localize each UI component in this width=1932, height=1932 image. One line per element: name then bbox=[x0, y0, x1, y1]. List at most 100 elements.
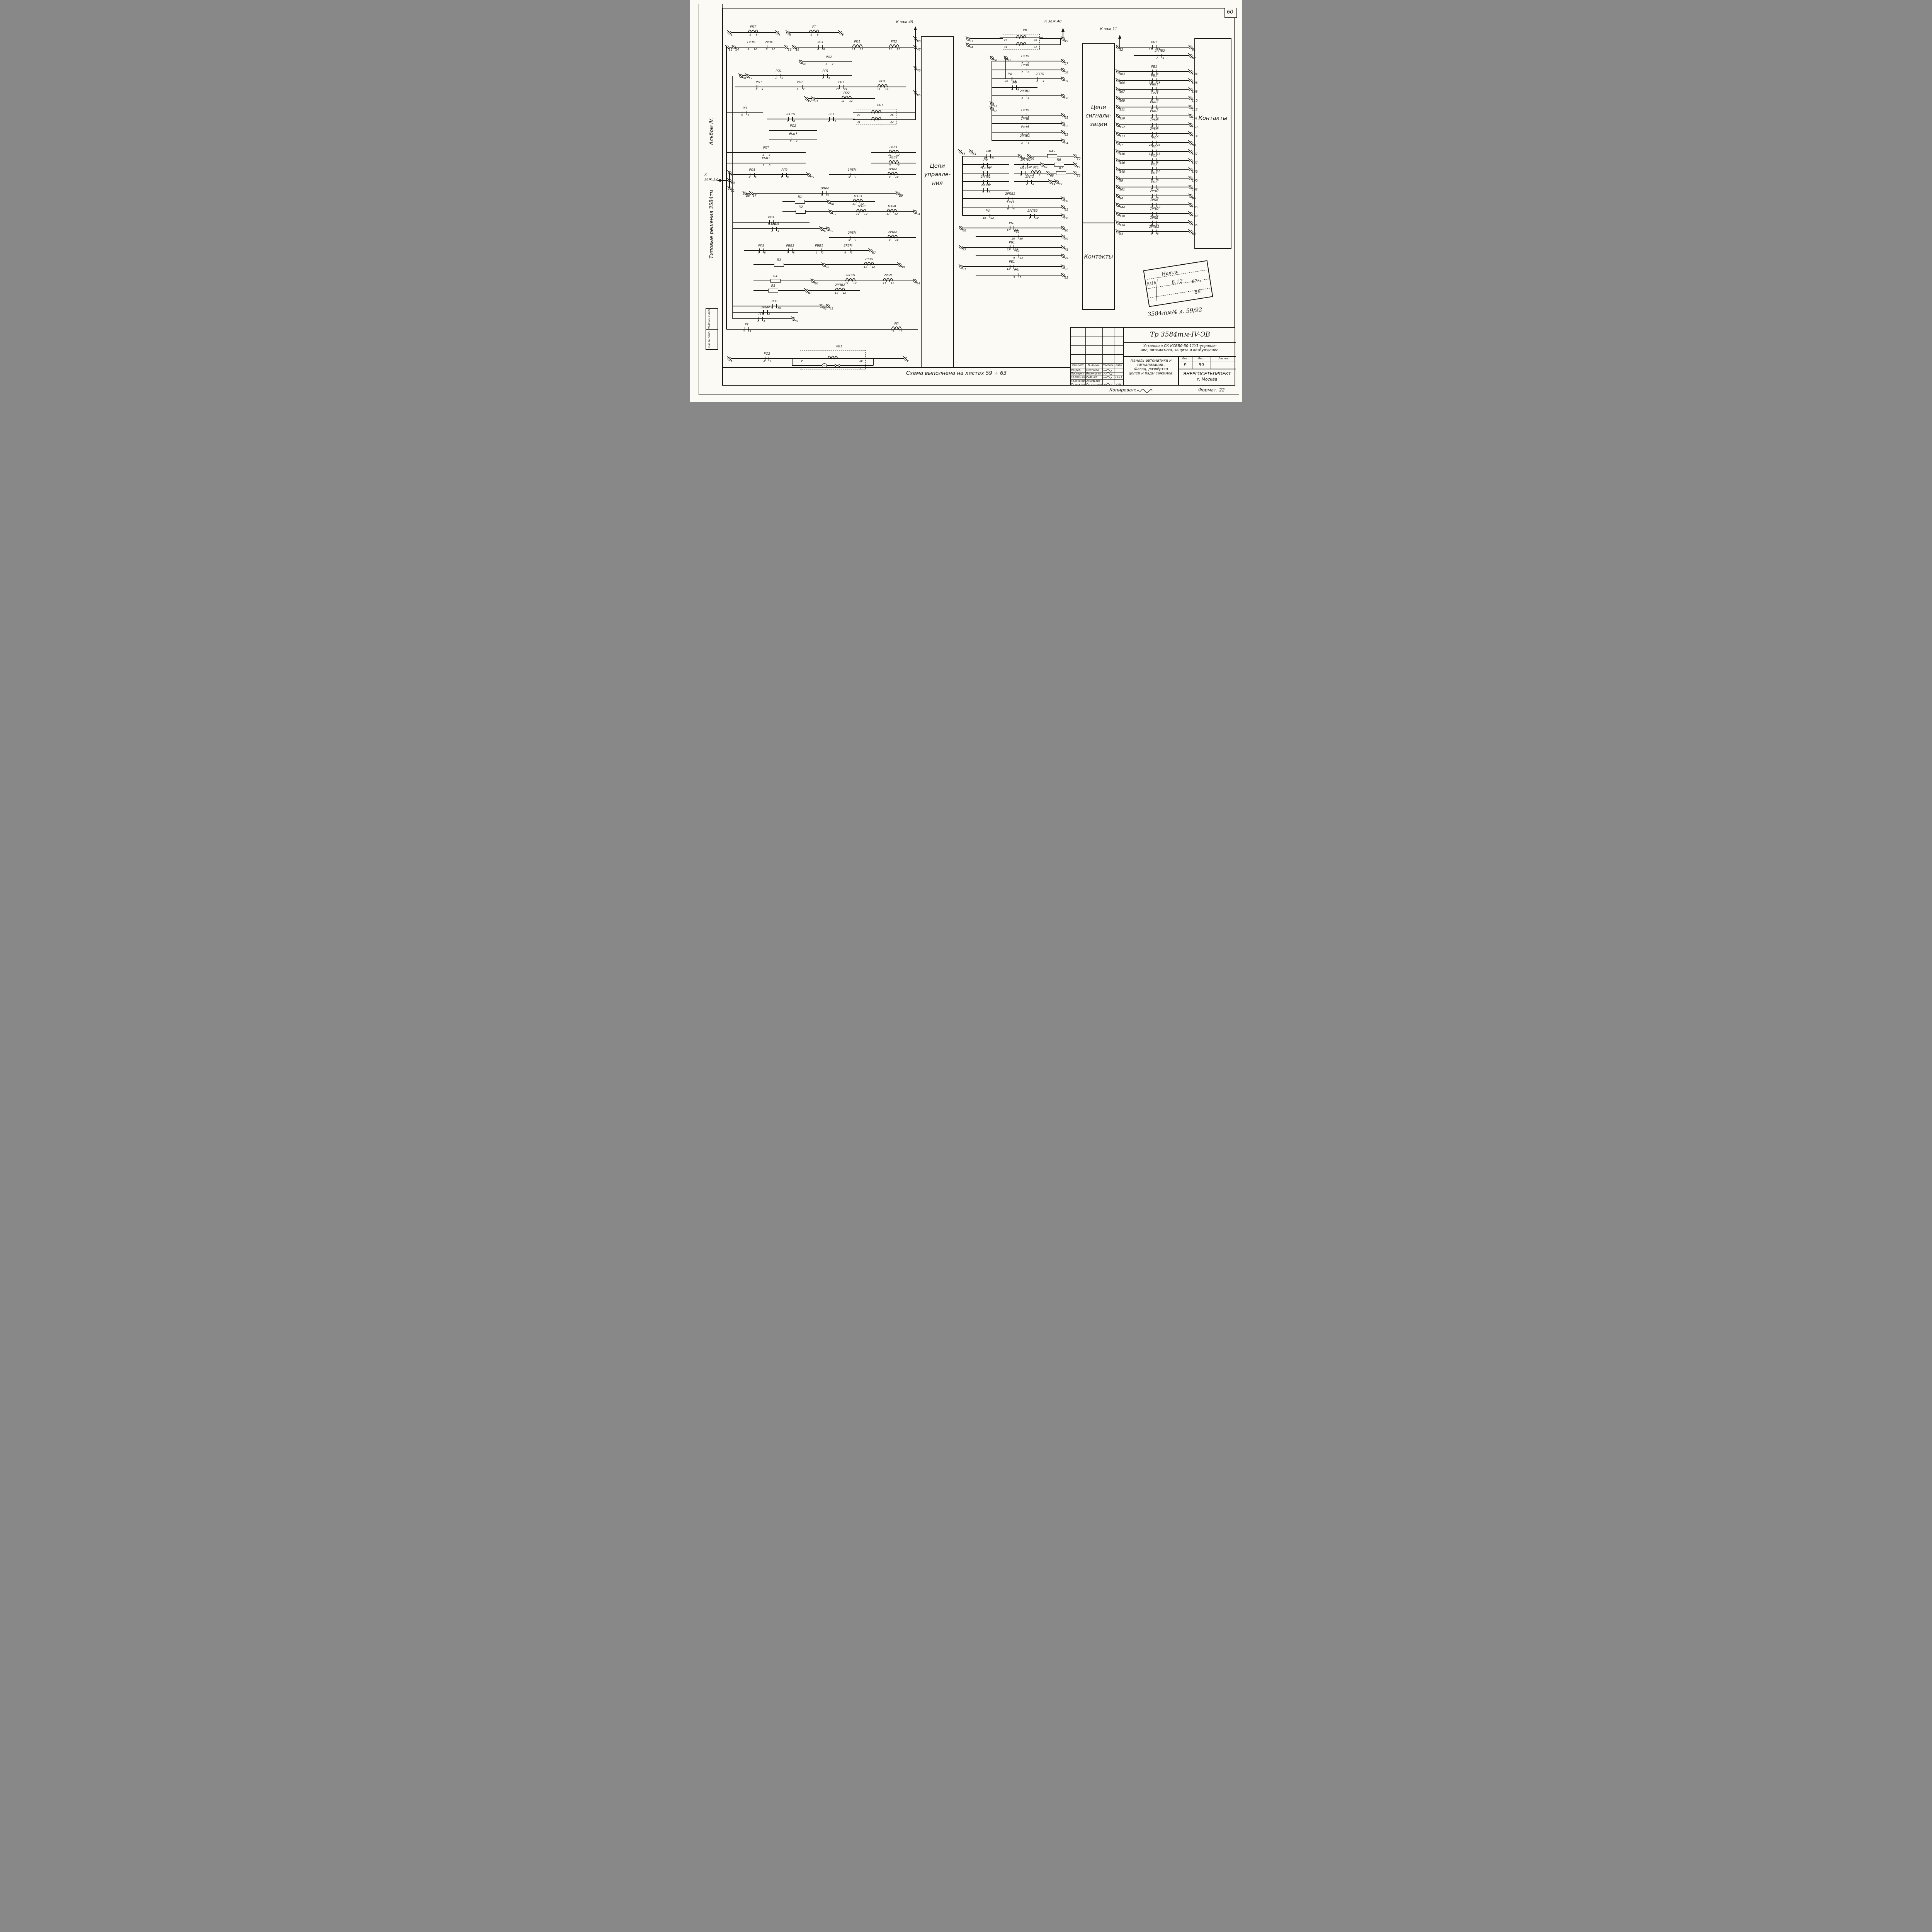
wire bbox=[732, 76, 733, 319]
contact-icon bbox=[1152, 78, 1153, 83]
pin-number: 1 bbox=[1032, 174, 1034, 177]
contact-icon bbox=[792, 248, 793, 253]
element-label: 2РПВ1 bbox=[980, 175, 991, 179]
terminal-number: 134 bbox=[1119, 223, 1125, 227]
terminal-icon bbox=[895, 190, 900, 196]
element-label: РТ bbox=[812, 25, 816, 29]
pin-number: 9 bbox=[1150, 206, 1152, 209]
contact-icon bbox=[987, 188, 988, 192]
wire bbox=[1117, 151, 1191, 152]
pin-number: 21 bbox=[991, 157, 995, 160]
relay-coil-icon bbox=[852, 199, 863, 202]
contact-icon bbox=[1152, 220, 1153, 225]
pin-number: 19 bbox=[1149, 81, 1152, 84]
element-label: РП1 bbox=[854, 40, 861, 43]
wire bbox=[1117, 178, 1191, 179]
terminal-number: 67 bbox=[1044, 165, 1048, 169]
pin-number: 3 bbox=[1150, 214, 1152, 218]
page-number: 60 bbox=[1227, 9, 1233, 15]
contact-icon bbox=[1152, 122, 1153, 127]
rev-header: Дата bbox=[1115, 364, 1122, 367]
terminal-number: 22 bbox=[808, 99, 812, 103]
pin-number: 5 bbox=[1021, 124, 1023, 128]
element-label: РПТ bbox=[750, 25, 756, 29]
contact-icon bbox=[1152, 185, 1153, 189]
contact-icon bbox=[1022, 59, 1024, 63]
relay-coil-icon bbox=[1016, 42, 1027, 46]
terminal-strip-reference: К заж.49 bbox=[896, 20, 913, 24]
contact-icon bbox=[816, 248, 818, 253]
element-label: РП bbox=[743, 106, 747, 110]
pin-number: 8 bbox=[1157, 179, 1159, 182]
contact-icon bbox=[987, 162, 988, 167]
terminal-icon bbox=[738, 73, 743, 78]
lit-value: Р bbox=[1184, 362, 1187, 367]
contact-icon bbox=[833, 117, 834, 121]
resistor-icon bbox=[795, 200, 805, 204]
pin-number: 8 bbox=[1027, 62, 1029, 65]
wire bbox=[829, 174, 916, 175]
terminal-icon bbox=[912, 278, 917, 283]
pin-number: 2 bbox=[1039, 174, 1041, 177]
pin-number: 4 bbox=[763, 320, 765, 323]
terminal-icon bbox=[1060, 93, 1065, 98]
pin-number: 9 bbox=[771, 307, 773, 310]
terminal-icon bbox=[958, 245, 963, 250]
wire bbox=[976, 275, 1064, 276]
terminal-number: 44 bbox=[917, 282, 920, 285]
contact-icon bbox=[983, 188, 984, 192]
device-label: РФ bbox=[1022, 29, 1027, 32]
terminal-icon bbox=[798, 59, 803, 64]
terminal-icon bbox=[724, 44, 730, 49]
contact-dot-icon bbox=[838, 364, 840, 367]
terminal-number: 37 bbox=[872, 251, 876, 255]
contact-icon bbox=[1034, 213, 1035, 218]
pin-number: 26 bbox=[890, 114, 894, 117]
terminal-number: 48 bbox=[917, 39, 921, 43]
terminal-icon bbox=[1188, 131, 1193, 136]
element-label: РБВ2 bbox=[1150, 100, 1158, 104]
title-block-line bbox=[1071, 379, 1123, 380]
relay-coil-icon bbox=[856, 209, 867, 213]
rev-header: Подпись bbox=[1103, 364, 1114, 367]
element-label: РБ1 bbox=[838, 80, 844, 84]
contact-icon bbox=[1007, 77, 1009, 81]
contact-icon bbox=[782, 172, 783, 177]
terminal-icon bbox=[1188, 69, 1193, 74]
element-label: РБ1 bbox=[1014, 269, 1020, 272]
element-label: РБ1 bbox=[1014, 249, 1020, 253]
pin-number: 2 bbox=[803, 88, 805, 91]
terminal-icon bbox=[1060, 138, 1065, 143]
wire bbox=[733, 222, 810, 223]
pin-number: 5 bbox=[1021, 141, 1023, 145]
pin-number: 4 bbox=[1150, 99, 1152, 102]
lit-header: Лит. bbox=[1182, 357, 1189, 360]
wire bbox=[726, 329, 767, 330]
terminal-icon bbox=[1188, 193, 1193, 198]
terminal-icon bbox=[748, 190, 753, 196]
contact-icon bbox=[1022, 138, 1024, 143]
signature bbox=[1103, 376, 1112, 379]
pin-number: 4 bbox=[1157, 188, 1159, 191]
pin-number: 8 bbox=[823, 48, 825, 51]
element-label: 2РБМ bbox=[888, 230, 897, 234]
pin-number: 7 bbox=[1150, 179, 1152, 182]
stamp-text-5: 88 bbox=[1194, 289, 1201, 296]
contact-icon bbox=[1152, 229, 1153, 234]
element-label: R7 bbox=[1059, 167, 1063, 170]
terminal-number: 109 bbox=[1119, 99, 1125, 102]
element-label: 1РБМ bbox=[887, 204, 896, 208]
terminal-number: 41 bbox=[808, 291, 812, 295]
pin-number: 3 bbox=[755, 88, 757, 91]
contact-icon bbox=[1008, 205, 1009, 209]
relay-coil-icon bbox=[841, 95, 852, 99]
terminal-number: 83 bbox=[1119, 232, 1123, 236]
terminal-icon bbox=[1115, 87, 1120, 92]
terminal-number: 4 bbox=[731, 33, 733, 37]
element-label: РО2 bbox=[1151, 154, 1158, 157]
contact-icon bbox=[822, 45, 823, 49]
relay-coil-icon bbox=[748, 29, 759, 33]
terminal-icon bbox=[1188, 113, 1193, 118]
element-label: РУ1 bbox=[1033, 166, 1039, 169]
contact-icon bbox=[1152, 69, 1153, 74]
